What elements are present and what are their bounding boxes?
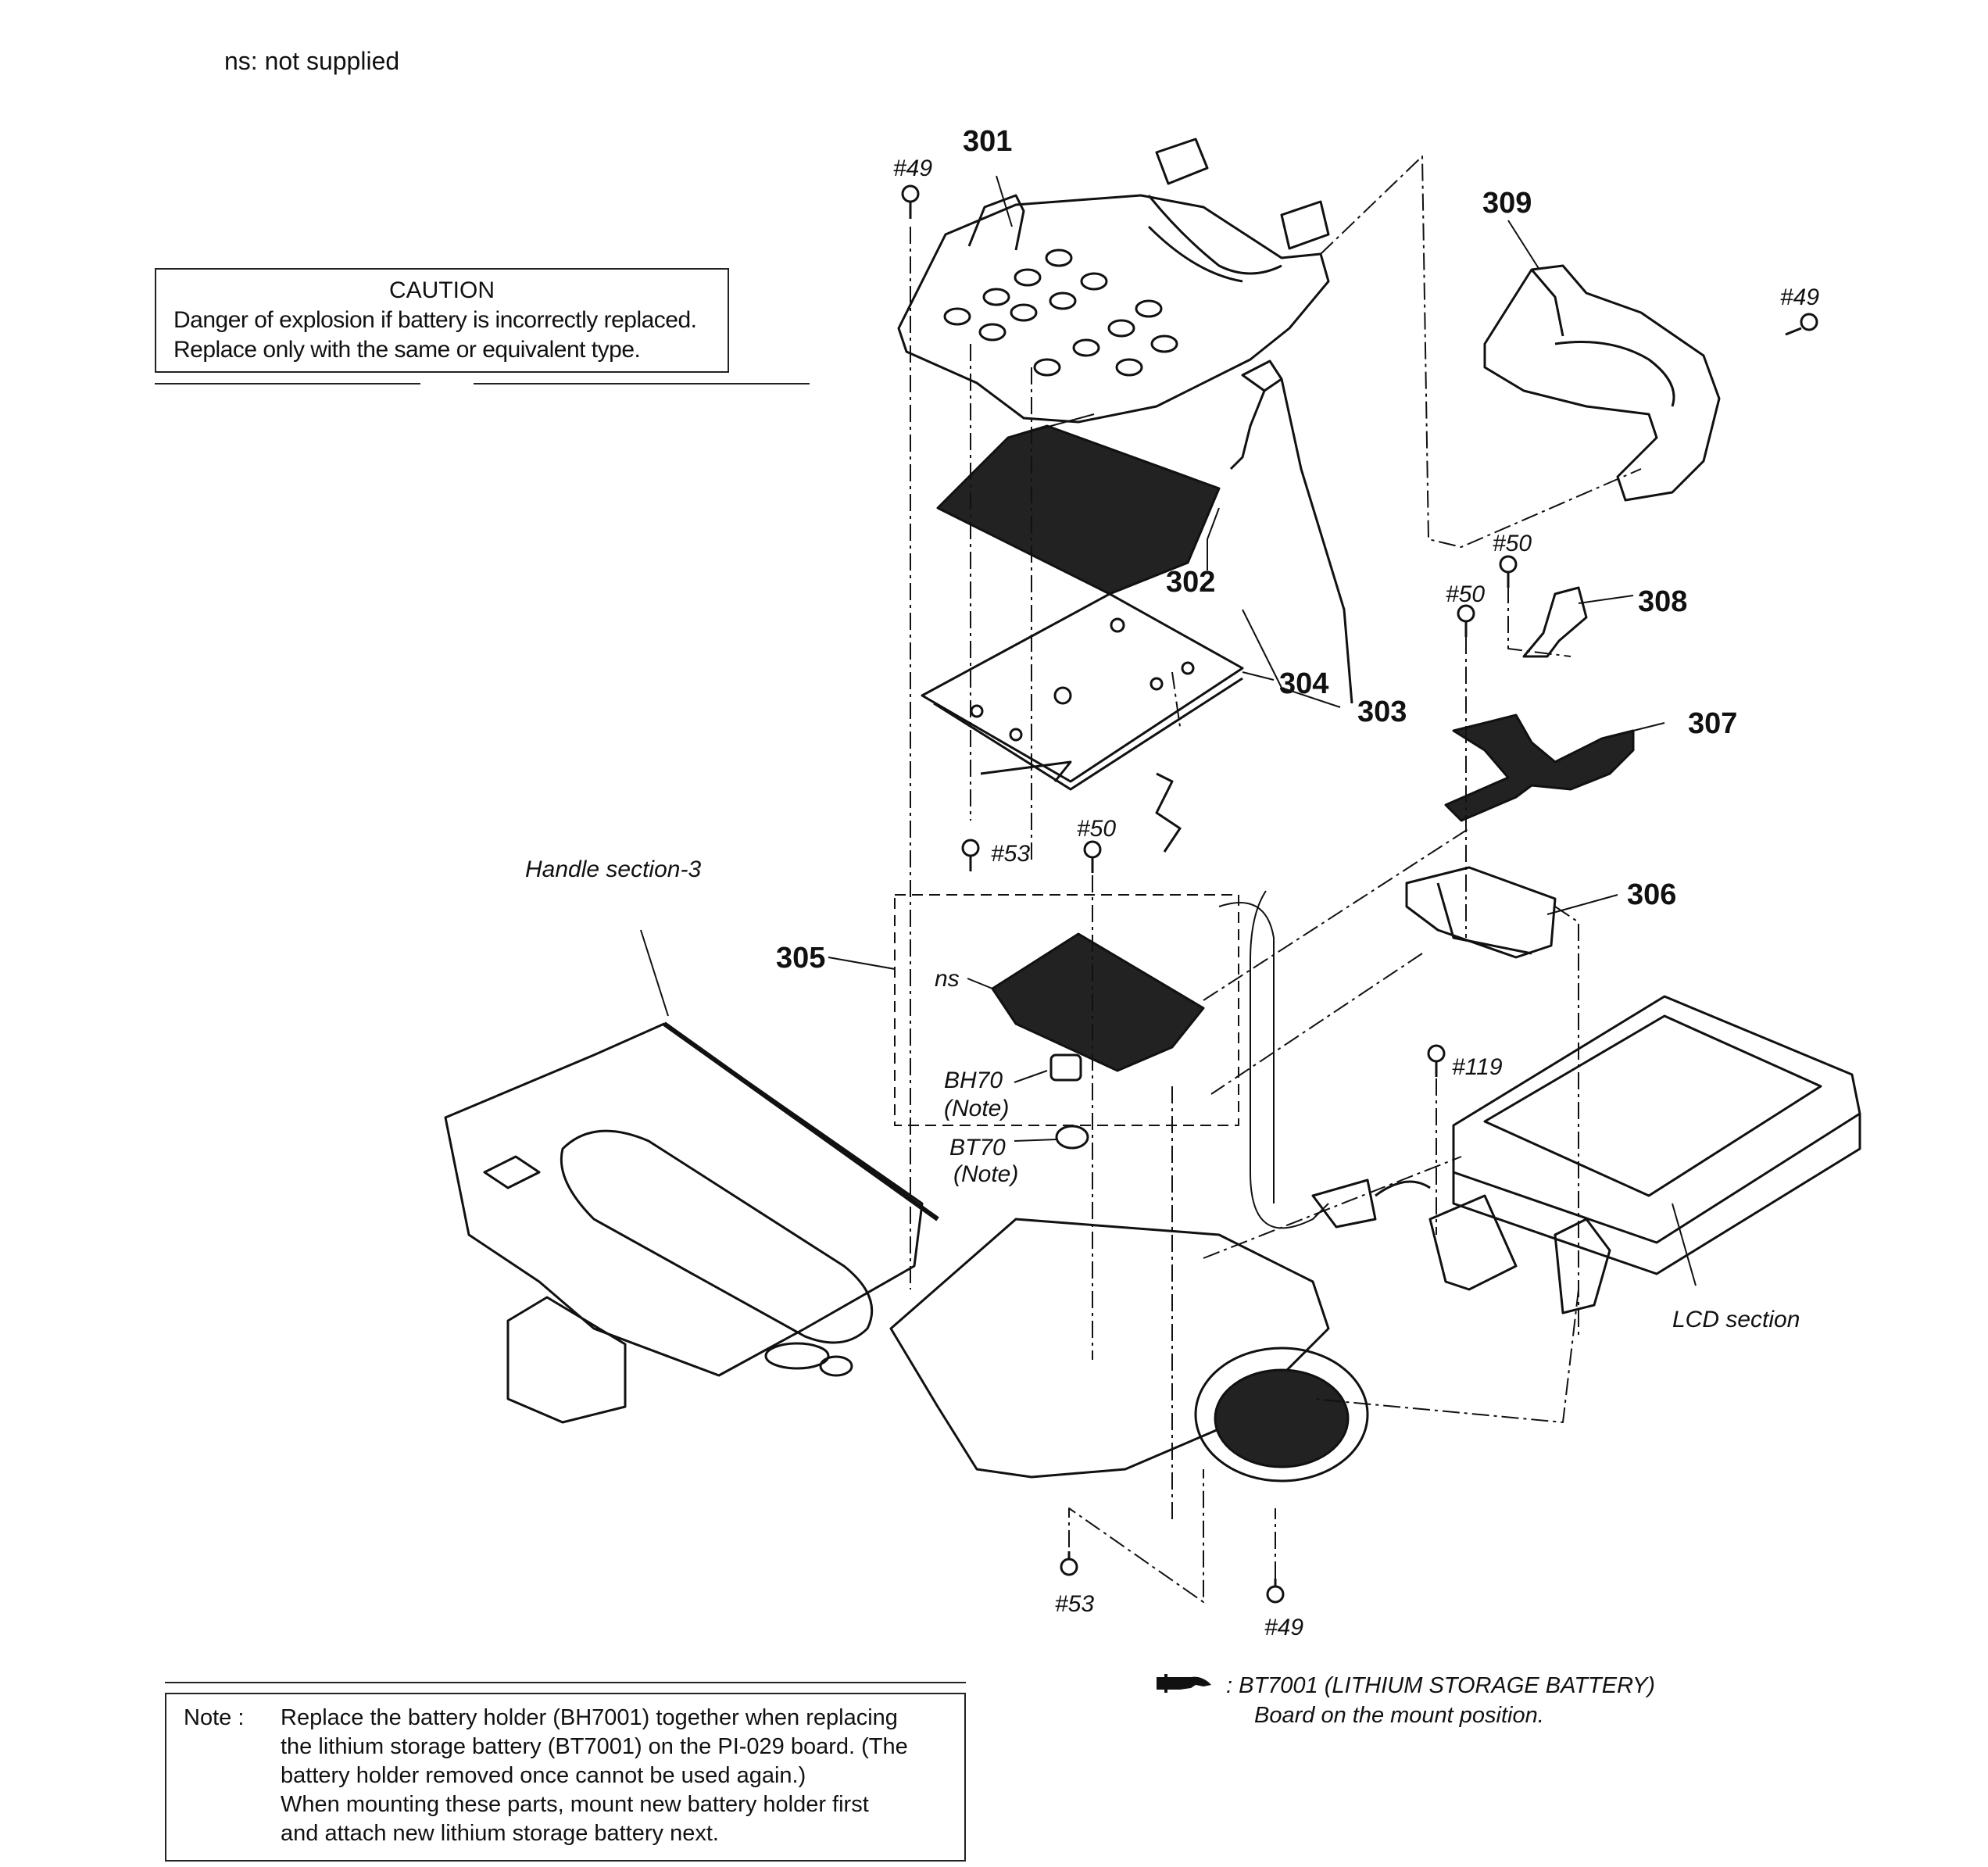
label-308: 308 [1638, 585, 1687, 618]
label-screw-53-upper: #53 [991, 841, 1030, 867]
part-307-flex [1444, 714, 1635, 822]
caution-title: CAUTION [389, 277, 495, 303]
label-bt70: BT70 [949, 1135, 1006, 1161]
label-handle-section: Handle section-3 [525, 857, 701, 882]
part-309-cover [1483, 264, 1721, 502]
not-supplied-note: ns: not supplied [224, 47, 400, 75]
label-307: 307 [1688, 707, 1737, 740]
label-305: 305 [776, 942, 825, 975]
part-304-plate [921, 592, 1244, 791]
label-bt70-note: (Note) [953, 1161, 1018, 1187]
note-line-4: When mounting these parts, mount new bat… [281, 1792, 869, 1817]
screws [901, 184, 1818, 1604]
label-screw-49-top: #49 [893, 156, 932, 181]
note-label: Note : [184, 1705, 245, 1730]
note-line-1: Replace the battery holder (BH7001) toge… [281, 1705, 898, 1730]
caution-box: CAUTION Danger of explosion if battery i… [155, 268, 729, 373]
part-305-board [991, 932, 1205, 1150]
caution-line-2: Replace only with the same or equivalent… [173, 337, 641, 363]
assembly-lines [910, 156, 1642, 1603]
label-bh70: BH70 [944, 1068, 1003, 1093]
label-lcd-section: LCD section [1672, 1307, 1800, 1332]
label-303: 303 [1357, 696, 1407, 728]
label-306: 306 [1627, 878, 1676, 911]
note-line-3: battery holder removed once cannot be us… [281, 1763, 806, 1788]
label-screw-53-lower: #53 [1055, 1591, 1094, 1617]
label-screw-50-308: #50 [1493, 531, 1532, 556]
pointing-hand-icon [1157, 1674, 1211, 1693]
note-line-5: and attach new lithium storage battery n… [281, 1821, 719, 1846]
part-306-bracket [1405, 866, 1557, 959]
divider-right [474, 383, 810, 384]
note-text: Replace the battery holder (BH7001) toge… [281, 1704, 960, 1848]
label-screw-50-center: #50 [1077, 816, 1116, 842]
caution-line-1: Danger of explosion if battery is incorr… [173, 307, 697, 333]
legend-line-1: : BT7001 (LITHIUM STORAGE BATTERY) [1226, 1673, 1655, 1698]
part-303-flex-board [1155, 359, 1353, 853]
note-box: Note : Replace the battery holder (BH700… [165, 1693, 966, 1862]
label-screw-49-right: #49 [1780, 284, 1819, 310]
battery-legend: : BT7001 (LITHIUM STORAGE BATTERY) Board… [1160, 1671, 1655, 1730]
handle-section-body [444, 1021, 1369, 1483]
legend-line-2: Board on the mount position. [1254, 1703, 1544, 1728]
label-ns: ns [935, 966, 960, 992]
label-screw-50-307: #50 [1446, 581, 1485, 607]
label-screw-119: #119 [1452, 1054, 1503, 1080]
label-304: 304 [1279, 667, 1328, 700]
label-301: 301 [963, 125, 1012, 158]
part-301-upper-cabinet [897, 138, 1330, 424]
label-302: 302 [1166, 566, 1215, 599]
label-screw-49-bottom: #49 [1264, 1615, 1303, 1640]
leader-lines [640, 175, 1697, 1286]
part-308-sheet [1522, 586, 1588, 658]
note-line-2: the lithium storage battery (BT7001) on … [281, 1734, 908, 1759]
label-309: 309 [1482, 187, 1532, 220]
label-bh70-note: (Note) [944, 1096, 1009, 1121]
lcd-section [1311, 995, 1861, 1314]
note-divider [165, 1682, 966, 1683]
divider-left [155, 383, 420, 384]
